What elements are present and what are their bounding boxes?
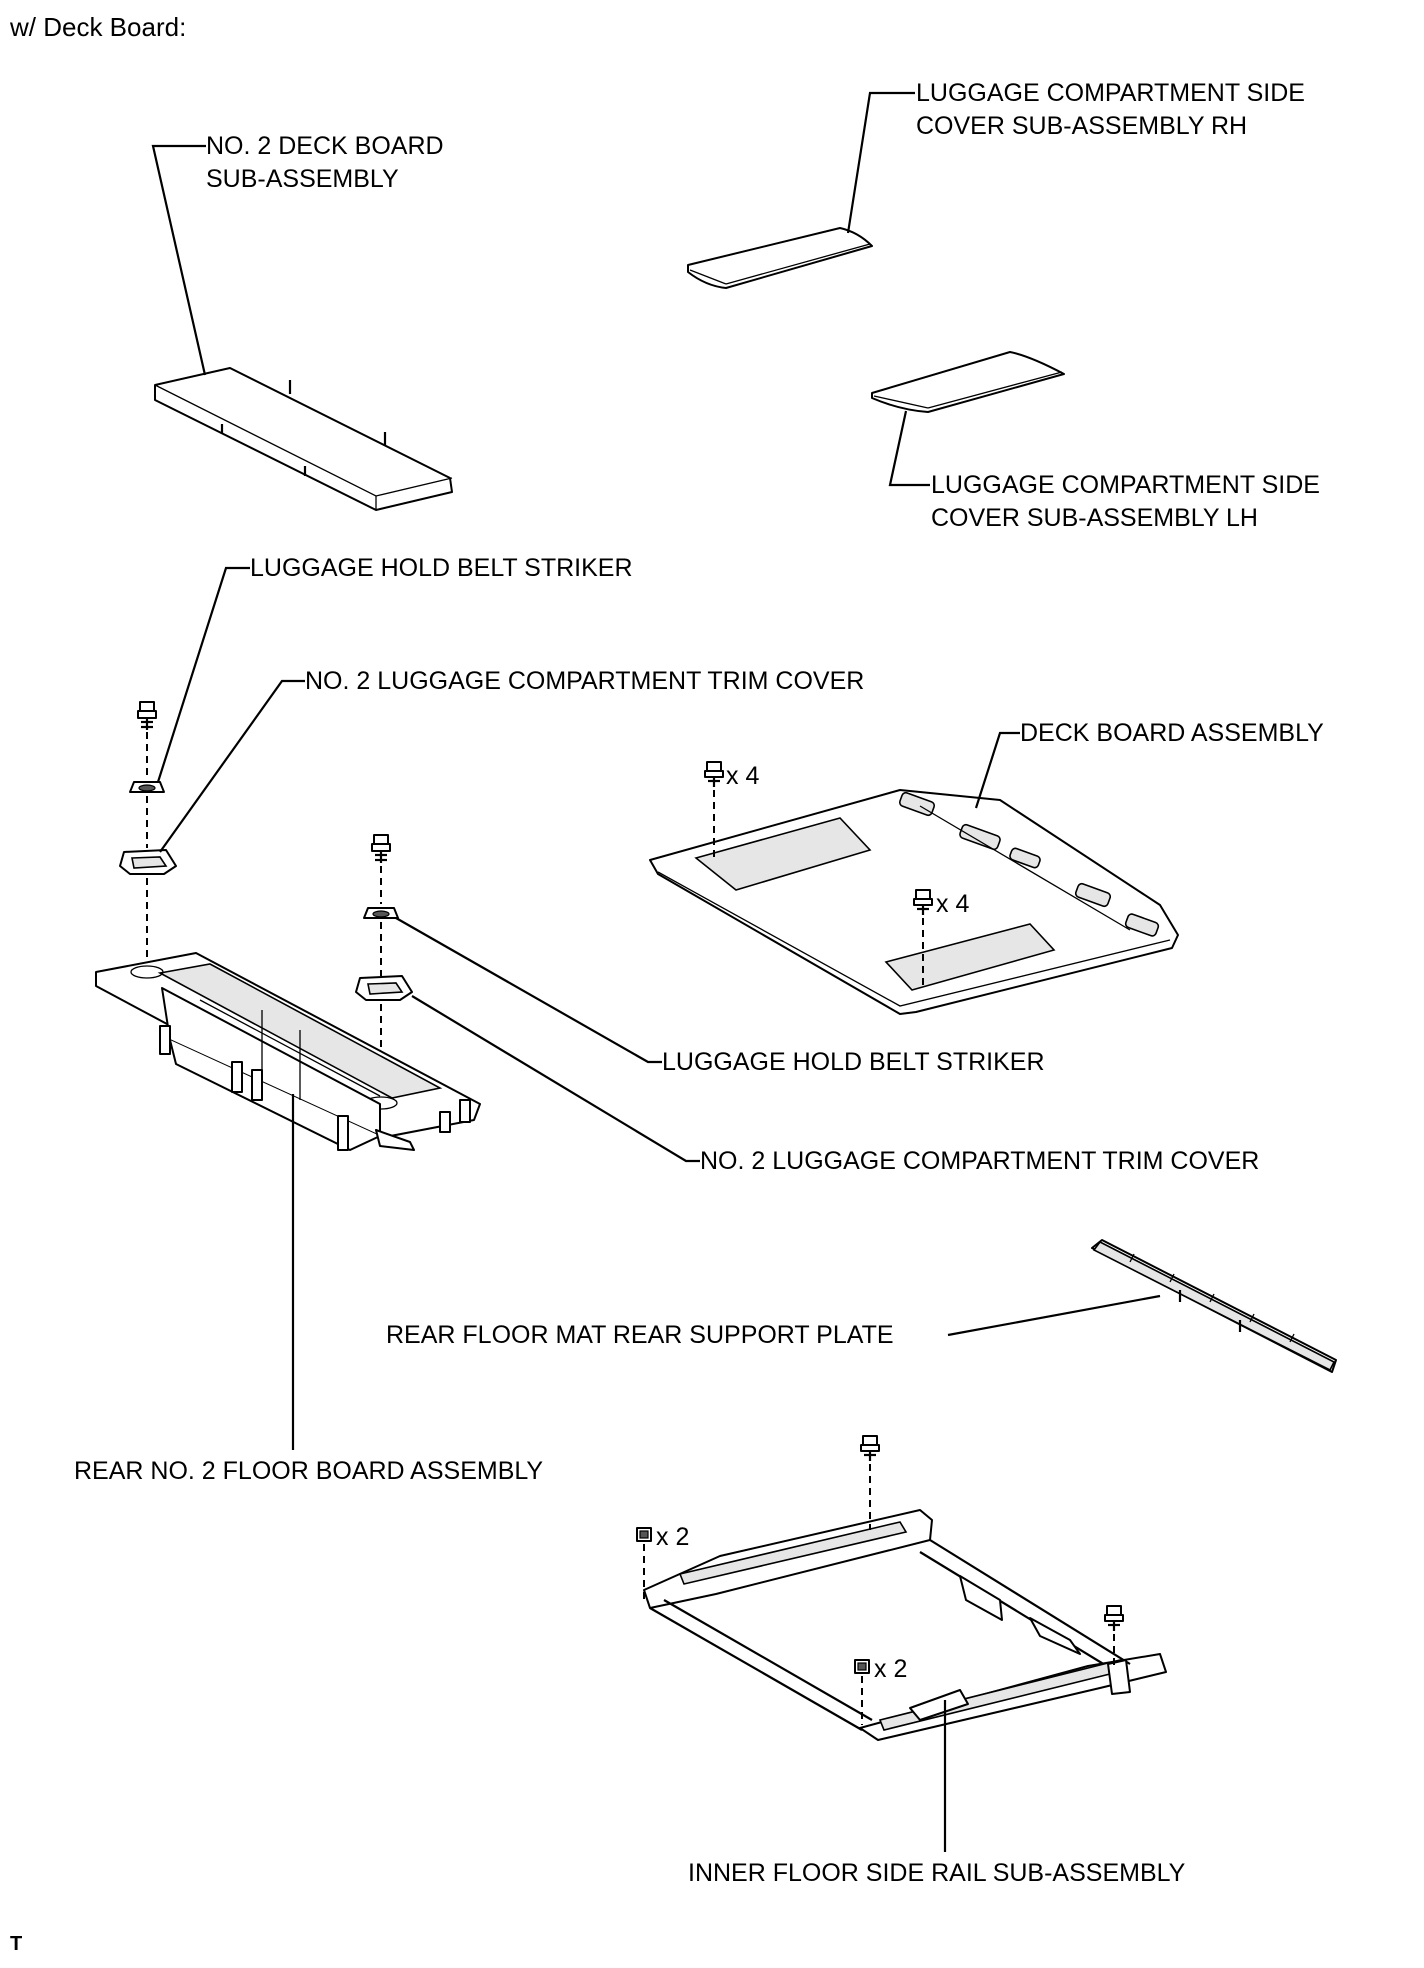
footer-mark: T bbox=[10, 1933, 23, 1955]
label-side-cover-lh-line2: COVER SUB-ASSEMBLY LH bbox=[931, 504, 1258, 532]
left-fastener-stack bbox=[119, 701, 177, 960]
leader-rear-floor-mat-plate bbox=[947, 1294, 1161, 1337]
label-rear-no2-floor-board: REAR NO. 2 FLOOR BOARD ASSEMBLY bbox=[74, 1457, 544, 1485]
leader-side-cover-lh bbox=[888, 410, 930, 487]
inner-floor-side-rail-part bbox=[643, 1509, 1167, 1741]
label-rear-floor-mat-plate: REAR FLOOR MAT REAR SUPPORT PLATE bbox=[386, 1321, 894, 1349]
label-belt-striker-top: LUGGAGE HOLD BELT STRIKER bbox=[250, 554, 633, 582]
rail-nut-left bbox=[636, 1527, 652, 1600]
rear-floor-mat-plate-part bbox=[1091, 1239, 1337, 1373]
leader-trim-cover-top bbox=[159, 679, 305, 853]
label-no2-deck-board-line1: NO. 2 DECK BOARD bbox=[206, 132, 444, 160]
qty-rail-nuts-right: x 2 bbox=[874, 1655, 908, 1683]
rail-bolt-right bbox=[1104, 1605, 1124, 1666]
label-deck-board-assembly: DECK BOARD ASSEMBLY bbox=[1020, 719, 1324, 747]
label-trim-cover-mid: NO. 2 LUGGAGE COMPARTMENT TRIM COVER bbox=[700, 1147, 1260, 1175]
rear-no2-floor-board-part bbox=[95, 952, 481, 1151]
rail-bolt-top bbox=[860, 1435, 880, 1530]
label-inner-floor-side-rail: INNER FLOOR SIDE RAIL SUB-ASSEMBLY bbox=[688, 1859, 1186, 1887]
label-no2-deck-board-line2: SUB-ASSEMBLY bbox=[206, 165, 399, 193]
side-cover-rh-part bbox=[687, 227, 873, 289]
qty-rail-nuts-left: x 2 bbox=[656, 1523, 690, 1551]
leader-deck-board-assembly bbox=[974, 731, 1020, 809]
leader-side-cover-rh bbox=[846, 91, 915, 234]
no2-deck-board-part bbox=[154, 367, 453, 511]
qty-deck-bolts-upper: x 4 bbox=[726, 762, 760, 790]
label-trim-cover-top: NO. 2 LUGGAGE COMPARTMENT TRIM COVER bbox=[305, 667, 865, 695]
label-belt-striker-mid: LUGGAGE HOLD BELT STRIKER bbox=[662, 1048, 1045, 1076]
middle-fastener-stack bbox=[355, 834, 413, 1090]
leader-trim-cover-mid bbox=[411, 995, 700, 1163]
header-condition: w/ Deck Board: bbox=[10, 12, 187, 42]
leader-no2-deck-board bbox=[151, 144, 207, 376]
leader-belt-striker-mid bbox=[395, 917, 662, 1064]
deck-bolt-upper bbox=[704, 761, 724, 860]
label-side-cover-rh-line1: LUGGAGE COMPARTMENT SIDE bbox=[916, 79, 1305, 107]
rail-nut-right bbox=[854, 1659, 870, 1725]
label-side-cover-lh-line1: LUGGAGE COMPARTMENT SIDE bbox=[931, 471, 1320, 499]
label-no2-deck-board: NO. 2 DECK BOARD SUB-ASSEMBLY bbox=[206, 130, 444, 196]
qty-deck-bolts-lower: x 4 bbox=[936, 890, 970, 918]
label-side-cover-rh-line2: COVER SUB-ASSEMBLY RH bbox=[916, 112, 1248, 140]
side-cover-lh-part bbox=[871, 351, 1065, 413]
label-side-cover-rh: LUGGAGE COMPARTMENT SIDE COVER SUB-ASSEM… bbox=[916, 77, 1305, 143]
leader-belt-striker-top bbox=[156, 566, 250, 783]
label-side-cover-lh: LUGGAGE COMPARTMENT SIDE COVER SUB-ASSEM… bbox=[931, 469, 1320, 535]
deck-bolt-lower bbox=[913, 889, 933, 990]
